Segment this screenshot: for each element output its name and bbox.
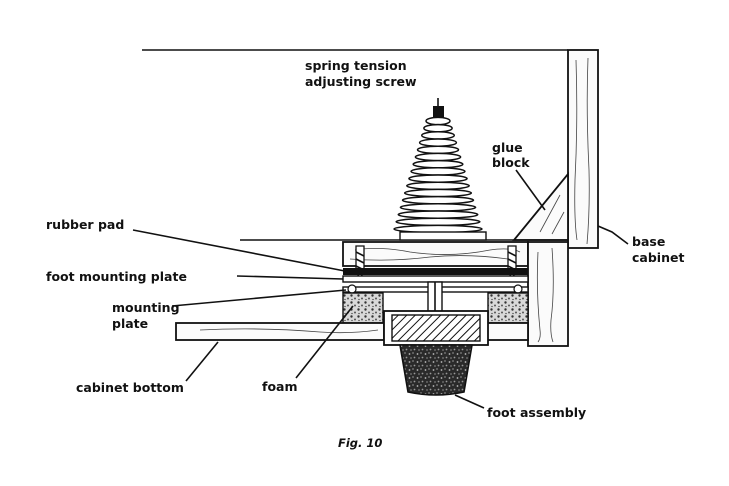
- spring-coil: [406, 181, 470, 191]
- label-base-line2: cabinet: [632, 250, 684, 265]
- rubber-pad: [343, 268, 528, 275]
- foot-mounting-plate: [342, 275, 529, 283]
- spring: [393, 106, 487, 241]
- spring-coil: [399, 203, 477, 212]
- label-mounting-line1: mounting: [112, 300, 180, 315]
- label-glue-line2: block: [492, 155, 530, 170]
- foam-right: [487, 292, 529, 324]
- leader-mounting-plate: [171, 289, 347, 307]
- label-glue-line1: glue: [492, 140, 523, 155]
- foam-left: [342, 292, 384, 324]
- spring-coil: [395, 217, 481, 227]
- spring-coil: [420, 131, 456, 140]
- label-rubber-pad: rubber pad: [46, 217, 124, 232]
- spring-coil: [414, 152, 462, 162]
- leader-glue-block: [515, 169, 546, 211]
- label-mounting-line2: plate: [112, 316, 148, 331]
- label-spring-line2: adjusting screw: [305, 74, 417, 89]
- leader-base-cabinet: [597, 225, 629, 245]
- label-foam: foam: [262, 379, 298, 394]
- spring-coil: [397, 210, 479, 219]
- label-cabinet-bottom: cabinet bottom: [76, 380, 184, 395]
- leader-rubber-pad: [132, 229, 351, 273]
- spring-coil: [403, 188, 473, 198]
- glue-block: [512, 171, 569, 241]
- foot-assembly: [383, 310, 489, 396]
- base-cabinet-board: [567, 49, 599, 249]
- spring-coil: [408, 174, 468, 183]
- label-base-line1: base: [632, 234, 665, 249]
- spring-coil: [425, 116, 451, 126]
- spring-coil: [423, 123, 453, 133]
- spring-coil: [412, 159, 464, 169]
- figure-caption: Fig. 10: [338, 436, 382, 450]
- leader-foam: [295, 305, 354, 379]
- label-spring-line1: spring tension: [305, 58, 407, 73]
- leader-foot-assembly: [454, 394, 485, 409]
- side-wood-block: [527, 241, 569, 347]
- leader-cabinet-bottom: [185, 341, 219, 382]
- spring-coil: [401, 195, 475, 205]
- upper-wood-plate: [342, 241, 529, 267]
- cabinet-bottom-board: [175, 322, 529, 341]
- label-foot-assembly: foot assembly: [487, 405, 586, 420]
- label-foot-mounting-plate: foot mounting plate: [46, 269, 187, 284]
- spring-coil: [410, 167, 466, 176]
- leader-foot-mounting-plate: [236, 275, 344, 280]
- spring-coil: [416, 145, 460, 155]
- spring-coil: [418, 138, 458, 147]
